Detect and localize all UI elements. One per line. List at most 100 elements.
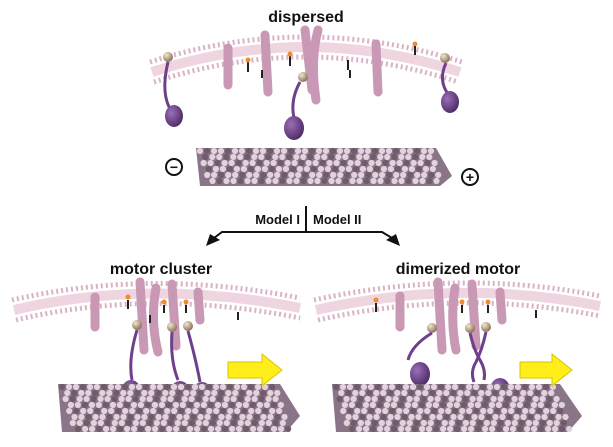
tubulin-bead bbox=[199, 407, 206, 415]
tubulin-bead bbox=[419, 153, 426, 161]
tubulin-bead bbox=[314, 177, 321, 185]
tubulin-bead bbox=[314, 153, 321, 161]
tubulin-bead bbox=[475, 425, 482, 433]
tubulin-bead bbox=[443, 389, 450, 397]
tubulin-bead bbox=[202, 395, 209, 403]
tubulin-bead bbox=[524, 425, 531, 433]
anchor-bead bbox=[440, 53, 450, 63]
tubulin-bead bbox=[343, 147, 351, 155]
tubulin-bead bbox=[426, 425, 433, 433]
tubulin-bead bbox=[217, 147, 225, 155]
tubulin-bead bbox=[539, 395, 546, 403]
tubulin-bead bbox=[123, 401, 130, 409]
tubulin-bead bbox=[438, 407, 445, 415]
tubulin-bead bbox=[439, 401, 446, 409]
tubulin-bead bbox=[441, 395, 448, 403]
tubulin-bead bbox=[454, 425, 461, 433]
tubulin-bead bbox=[401, 389, 408, 397]
tubulin-bead bbox=[335, 153, 342, 161]
tubulin-bead bbox=[406, 147, 414, 155]
tubulin-bead bbox=[431, 407, 438, 415]
tubulin-bead bbox=[398, 153, 405, 161]
tubulin-bead bbox=[307, 153, 314, 161]
tubulin-bead bbox=[529, 407, 536, 415]
tubulin-bead bbox=[183, 413, 190, 421]
tubulin-bead bbox=[489, 425, 496, 433]
tubulin-bead bbox=[469, 419, 476, 427]
tubulin-bead bbox=[209, 419, 216, 427]
tubulin-bead bbox=[244, 395, 251, 403]
tubulin-bead bbox=[380, 413, 387, 421]
tubulin-bead bbox=[200, 159, 207, 167]
tubulin-bead bbox=[344, 171, 351, 179]
tubulin-bead bbox=[392, 395, 399, 403]
tubulin-bead bbox=[253, 413, 260, 421]
tubulin-bead bbox=[142, 383, 150, 391]
tubulin-bead bbox=[499, 413, 506, 421]
tubulin-bead bbox=[179, 401, 186, 409]
tubulin-bead bbox=[125, 395, 132, 403]
tubulin-bead bbox=[185, 407, 192, 415]
tubulin-bead bbox=[160, 395, 167, 403]
tubulin-bead bbox=[195, 395, 202, 403]
tubulin-bead bbox=[471, 413, 478, 421]
tubulin-bead bbox=[557, 407, 564, 415]
tubulin-bead bbox=[258, 153, 265, 161]
tubulin-bead bbox=[139, 419, 146, 427]
tubulin-bead bbox=[216, 153, 223, 161]
tubulin-bead bbox=[158, 401, 165, 409]
tubulin-bead bbox=[378, 419, 385, 427]
tubulin-bead bbox=[103, 425, 110, 433]
model-1-label: Model I bbox=[255, 212, 300, 227]
tubulin-bead bbox=[520, 413, 527, 421]
tubulin-bead bbox=[102, 401, 109, 409]
tubulin-bead bbox=[250, 425, 257, 433]
tubulin-bead bbox=[202, 419, 209, 427]
tubulin-bead bbox=[225, 413, 232, 421]
tubulin-bead bbox=[394, 389, 401, 397]
tubulin-bead bbox=[169, 413, 176, 421]
tubulin-bead bbox=[408, 389, 415, 397]
tubulin-bead bbox=[424, 407, 431, 415]
lipid-head bbox=[485, 299, 491, 305]
tubulin-bead bbox=[308, 147, 316, 155]
tubulin-bead bbox=[450, 389, 457, 397]
tubulin-bead bbox=[457, 389, 464, 397]
tubulin-bead bbox=[307, 177, 314, 185]
protein bbox=[135, 277, 149, 355]
tubulin-bead bbox=[294, 147, 302, 155]
tubulin-bead bbox=[412, 153, 419, 161]
tubulin-bead bbox=[336, 147, 344, 155]
tubulin-bead bbox=[541, 413, 548, 421]
tubulin-bead bbox=[371, 419, 378, 427]
tubulin-bead bbox=[322, 147, 330, 155]
protein bbox=[371, 39, 383, 97]
minus-sign: − bbox=[170, 159, 178, 175]
tubulin-bead bbox=[92, 389, 99, 397]
tubulin-bead bbox=[177, 383, 185, 391]
right-membrane-inner bbox=[317, 300, 601, 323]
tubulin-bead bbox=[504, 419, 511, 427]
branch-left-arrowhead bbox=[206, 234, 220, 246]
tubulin-bead bbox=[148, 413, 155, 421]
tubulin-bead bbox=[518, 395, 525, 403]
tubulin-bead bbox=[448, 395, 455, 403]
tubulin-bead bbox=[298, 159, 305, 167]
tubulin-bead bbox=[382, 407, 389, 415]
tubulin-bead bbox=[264, 425, 271, 433]
tubulin-bead bbox=[451, 383, 459, 391]
tubulin-bead bbox=[434, 395, 441, 403]
tubulin-bead bbox=[153, 395, 160, 403]
tubulin-bead bbox=[370, 153, 377, 161]
tubulin-bead bbox=[399, 395, 406, 403]
tubulin-bead bbox=[145, 425, 152, 433]
tubulin-bead bbox=[342, 177, 349, 185]
tubulin-bead bbox=[117, 425, 124, 433]
tubulin-bead bbox=[113, 413, 120, 421]
tubulin-bead bbox=[377, 177, 384, 185]
tubulin-bead bbox=[293, 177, 300, 185]
tubulin-bead bbox=[342, 153, 349, 161]
tubulin-bead bbox=[410, 407, 417, 415]
tubulin-bead bbox=[522, 407, 529, 415]
tubulin-bead bbox=[279, 177, 286, 185]
